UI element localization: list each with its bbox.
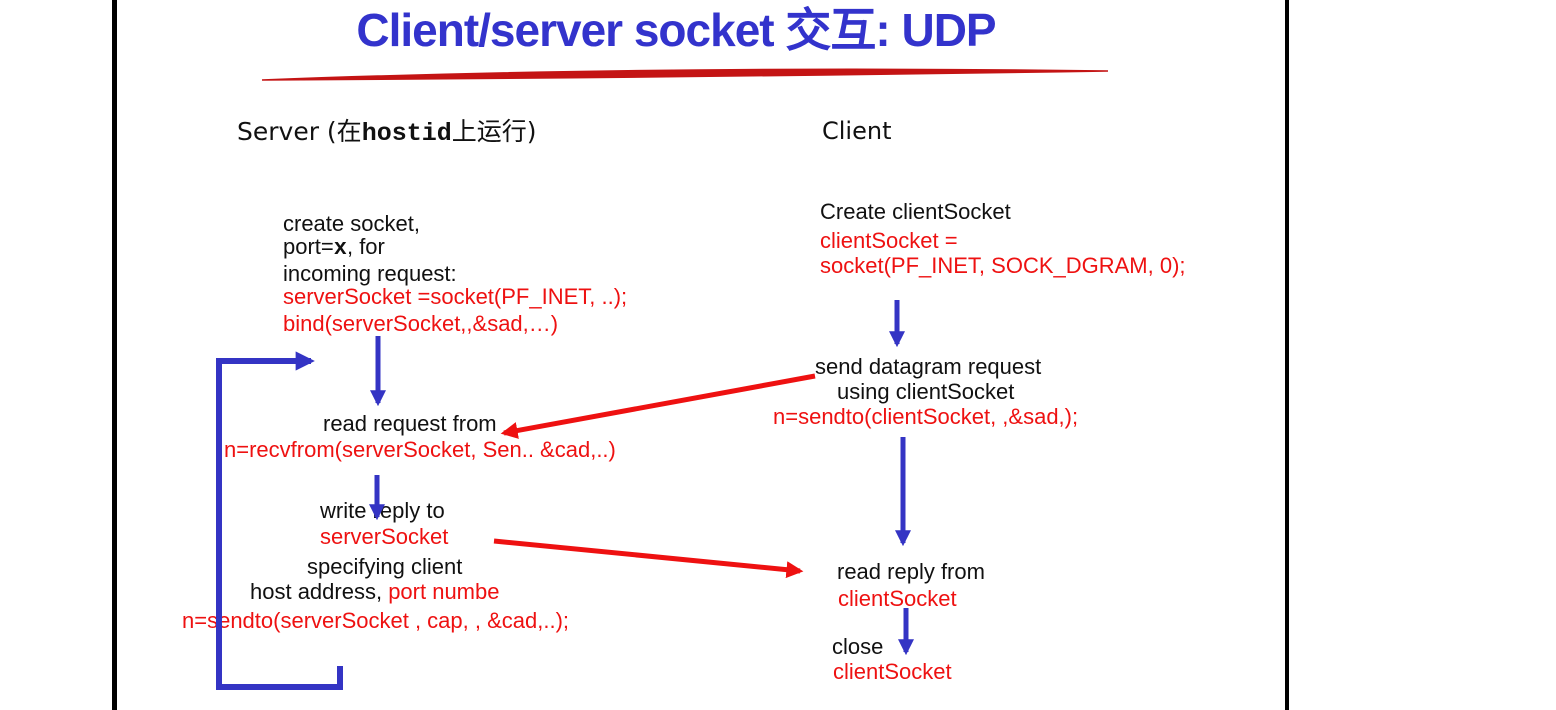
client-create-line1: Create clientSocket <box>820 199 1011 224</box>
client-close-line1: close <box>832 634 884 659</box>
server-write-line4-black: host address, <box>250 579 389 604</box>
server-write-line1: write reply to <box>320 498 445 523</box>
server-heading-suffix: 上运行) <box>451 117 537 146</box>
slide-right-border <box>1285 0 1289 710</box>
slide-left-border <box>112 0 117 710</box>
server-bind-call-code: bind(serverSocket,,&sad,…) <box>283 311 559 336</box>
client-read-line1: read reply from <box>837 559 985 584</box>
client-read-socket-code: clientSocket <box>838 586 957 611</box>
server-column-heading: Server (在hostid上运行) <box>237 112 536 148</box>
client-send-line1: send datagram request <box>815 354 1042 379</box>
server-socket-call-code: serverSocket =socket(PF_INET, ..); <box>283 284 628 309</box>
reply-datagram-arrow-icon <box>493 538 804 579</box>
server-create-line2: port=x, for <box>283 235 385 261</box>
client-close-socket-code: clientSocket <box>833 659 952 684</box>
server-write-line4: host address, port numbe <box>250 580 499 604</box>
server-heading-prefix: Server (在 <box>237 117 362 146</box>
server-write-socket-code: serverSocket <box>320 524 449 549</box>
server-write-line4-red: port numbe <box>388 579 500 604</box>
server-sendto-call-code: n=sendto(serverSocket , cap, , &cad,..); <box>182 608 570 633</box>
client-send-line2: using clientSocket <box>837 379 1015 404</box>
server-heading-hostid-code: hostid <box>361 119 452 148</box>
server-create-line2-suffix: , for <box>346 234 385 259</box>
client-socket-assign-code: clientSocket = <box>820 228 958 253</box>
server-create-line2-prefix: port= <box>283 234 334 259</box>
client-column-heading: Client <box>822 117 892 145</box>
server-recvfrom-call-code: n=recvfrom(serverSocket, Sen.. &cad,..) <box>224 437 616 462</box>
title-underline <box>261 68 1109 81</box>
server-write-line3: specifying client <box>307 554 463 579</box>
request-datagram-arrow-icon <box>500 373 816 439</box>
server-create-line2-port-code: x <box>333 236 347 261</box>
client-socket-call-code: socket(PF_INET, SOCK_DGRAM, 0); <box>820 253 1186 278</box>
server-create-line3: incoming request: <box>283 261 457 286</box>
page-title: Client/server socket 交互: UDP <box>356 4 996 56</box>
server-create-line1: create socket, <box>283 211 420 236</box>
client-sendto-call-code: n=sendto(clientSocket, ,&sad,); <box>773 404 1079 429</box>
server-read-line1: read request from <box>323 411 497 436</box>
